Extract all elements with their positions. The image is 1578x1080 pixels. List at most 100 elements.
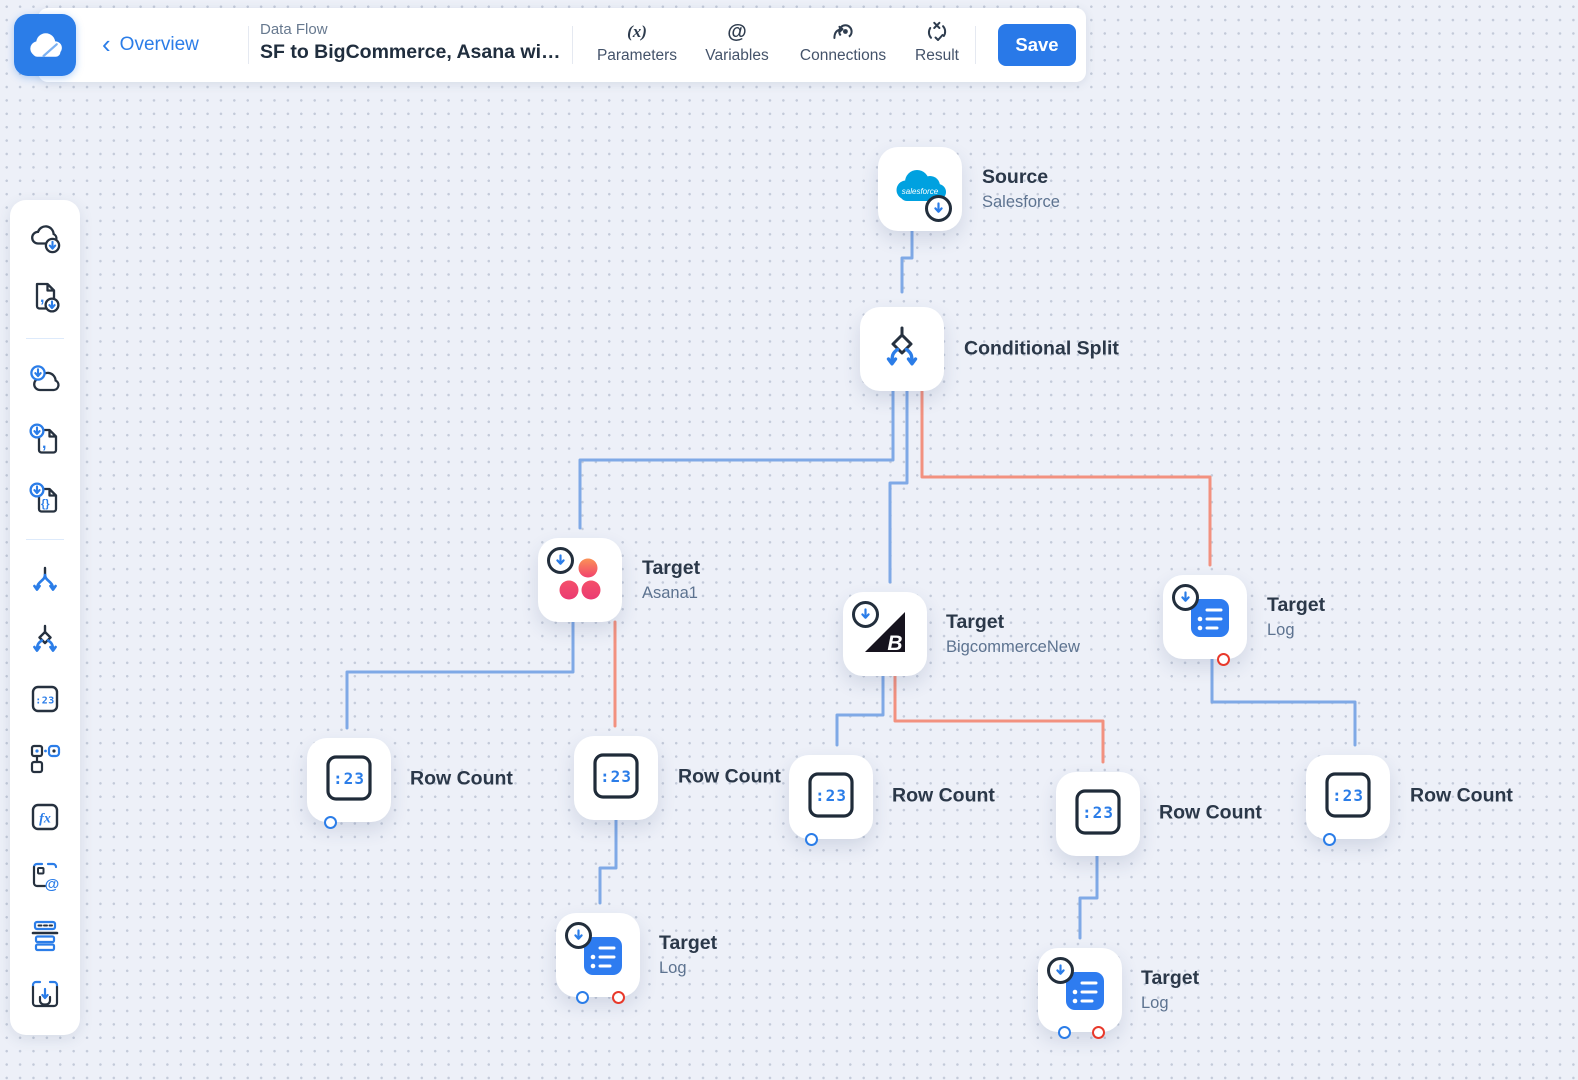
- toolbox-divider: [26, 539, 64, 540]
- result-button[interactable]: Result: [915, 20, 959, 65]
- toolbox-item-target-json[interactable]: {}: [27, 480, 63, 516]
- download-badge-icon: [852, 601, 879, 628]
- back-label: Overview: [119, 34, 199, 55]
- edge-rowcount4-to-log-br: [1078, 852, 1099, 940]
- toolbox-item-target-connection[interactable]: [27, 362, 63, 398]
- toolbox-item-row-count[interactable]: :23: [27, 681, 63, 717]
- edge-bigcommerce-to-rowcount3: [835, 674, 885, 747]
- node-rowcount-1[interactable]: :23: [307, 738, 391, 829]
- node-title: Source: [982, 166, 1049, 188]
- toolbox-divider: [26, 338, 64, 339]
- port-success[interactable]: [324, 816, 337, 829]
- cloud-logo-icon: [30, 33, 62, 58]
- row-count-digits: :23: [815, 786, 847, 805]
- node-subtitle: Log: [659, 959, 687, 977]
- port-success[interactable]: [1323, 833, 1336, 846]
- node-label-source: Source Salesforce: [982, 166, 1060, 212]
- port-error[interactable]: [1217, 653, 1230, 666]
- edge-split-to-log-right: [920, 389, 1212, 567]
- node-source-salesforce[interactable]: salesforce: [878, 147, 962, 231]
- node-subtitle: Salesforce: [982, 193, 1060, 211]
- csv-file-target-icon: ,: [29, 423, 58, 454]
- row-count-digits: :23: [333, 769, 365, 788]
- node-title: Target: [946, 611, 1005, 633]
- edge-log-right-to-rowcount5: [1210, 657, 1357, 747]
- node-target-log-bottom-left[interactable]: [556, 913, 640, 1004]
- toolbar-divider: [572, 26, 573, 64]
- toolbox-item-lookup[interactable]: [27, 740, 63, 776]
- bigcommerce-icon: B: [857, 604, 913, 665]
- union-rows-icon: [31, 920, 59, 952]
- node-target-bigcommerce[interactable]: B: [843, 592, 927, 676]
- toolbox-item-expression[interactable]: fx: [27, 799, 63, 835]
- port-success[interactable]: [1058, 1026, 1071, 1039]
- cloud-download-icon: [31, 225, 61, 254]
- row-count-icon: :23: [803, 767, 859, 828]
- parameters-icon: (x): [627, 22, 647, 41]
- toolbox-item-extend[interactable]: @: [27, 858, 63, 894]
- toolbox-item-split[interactable]: [27, 563, 63, 599]
- row-count-icon: :23: [588, 748, 644, 809]
- download-badge-icon: [1172, 584, 1199, 611]
- svg-text:,: ,: [40, 289, 44, 306]
- port-success[interactable]: [576, 991, 589, 1004]
- log-icon: [1177, 587, 1233, 648]
- parameters-label: Parameters: [596, 47, 678, 64]
- salesforce-wordmark: salesforce: [902, 187, 939, 196]
- toolbox-item-union[interactable]: [27, 917, 63, 953]
- node-title: Row Count: [1159, 801, 1262, 824]
- node-rowcount-4[interactable]: :23: [1056, 772, 1140, 856]
- parameters-button[interactable]: (x) Parameters: [597, 20, 677, 65]
- node-rowcount-2[interactable]: :23: [574, 736, 658, 820]
- node-label-rowcount-1: Row Count: [410, 768, 513, 791]
- split-icon: [33, 566, 57, 591]
- node-label-log-bottom-left: Target Log: [659, 932, 717, 978]
- document-header: Data Flow SF to BigCommerce, Asana wi…: [260, 21, 560, 64]
- variables-label: Variables: [705, 47, 769, 64]
- toolbox-item-conditional-split[interactable]: [27, 622, 63, 658]
- result-label: Result: [915, 47, 959, 64]
- toolbox-item-target-input[interactable]: [27, 976, 63, 1012]
- node-rowcount-3[interactable]: :23: [789, 755, 873, 846]
- log-icon: [1052, 960, 1108, 1021]
- node-rowcount-5[interactable]: :23: [1306, 755, 1390, 846]
- asana-icon: [552, 550, 608, 611]
- node-conditional-split[interactable]: [860, 307, 944, 391]
- node-title: Row Count: [410, 767, 513, 790]
- node-label-rowcount-5: Row Count: [1410, 785, 1513, 808]
- save-button[interactable]: Save: [998, 24, 1076, 66]
- toolbox-item-source-csv[interactable]: ,: [27, 279, 63, 315]
- app-logo[interactable]: [14, 14, 76, 76]
- component-toolbox: , , {}: [10, 200, 80, 1035]
- node-label-rowcount-4: Row Count: [1159, 802, 1262, 825]
- connections-icon: [832, 20, 854, 44]
- node-subtitle: BigcommerceNew: [946, 638, 1080, 656]
- toolbar-divider: [975, 26, 976, 64]
- variables-button[interactable]: @ Variables: [705, 20, 768, 65]
- node-subtitle: Log: [1141, 994, 1169, 1012]
- back-to-overview-link[interactable]: ‹ Overview: [102, 8, 199, 82]
- connections-label: Connections: [799, 47, 887, 64]
- port-error[interactable]: [612, 991, 625, 1004]
- node-target-asana[interactable]: [538, 538, 622, 622]
- result-icon: [926, 20, 948, 44]
- node-label-log-bottom-right: Target Log: [1141, 967, 1199, 1013]
- node-title: Target: [642, 557, 701, 579]
- toolbox-item-target-csv[interactable]: ,: [27, 421, 63, 457]
- node-label-asana: Target Asana1: [642, 557, 700, 603]
- node-label-conditional-split: Conditional Split: [964, 338, 1119, 361]
- node-target-log-right[interactable]: [1163, 575, 1247, 666]
- row-count-digits: :23: [1082, 803, 1114, 822]
- toolbox-item-source-connection[interactable]: [27, 220, 63, 256]
- download-badge-icon: [925, 195, 952, 222]
- node-target-log-bottom-right[interactable]: [1038, 948, 1122, 1039]
- port-error[interactable]: [1092, 1026, 1105, 1039]
- edge-bigcommerce-to-rowcount4: [893, 674, 1105, 764]
- connections-button[interactable]: Connections: [800, 20, 886, 65]
- node-label-bigcommerce: Target BigcommerceNew: [946, 611, 1080, 657]
- chevron-left-icon: ‹: [102, 28, 111, 59]
- port-success[interactable]: [805, 833, 818, 846]
- download-badge-icon: [1047, 957, 1074, 984]
